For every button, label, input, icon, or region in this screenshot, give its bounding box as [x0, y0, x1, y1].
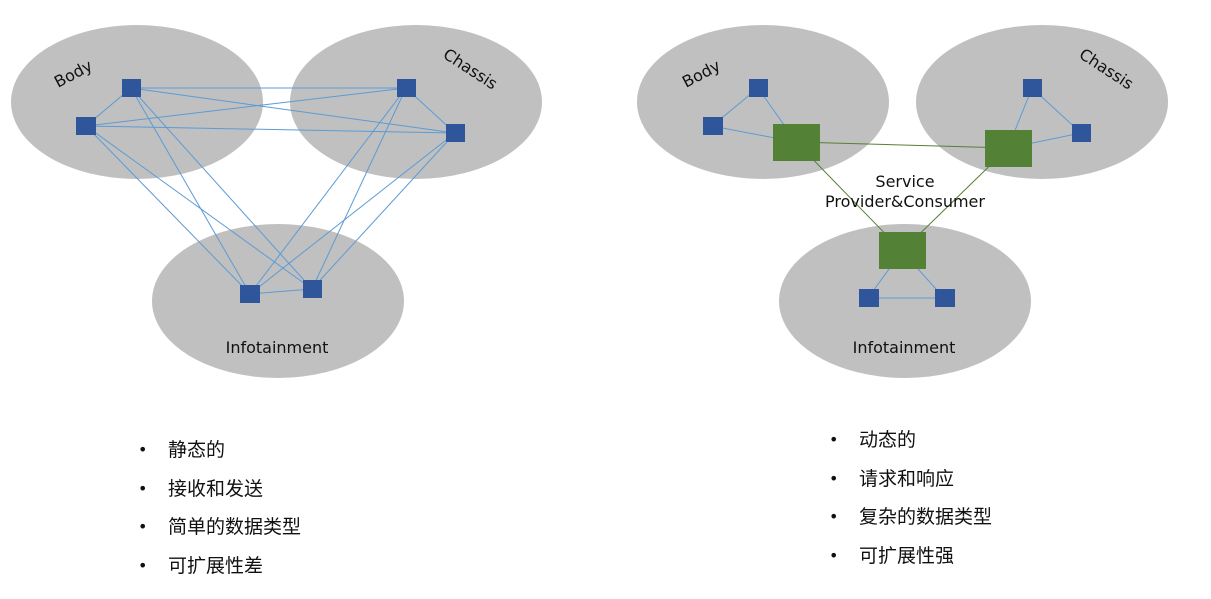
link [249, 288, 313, 295]
right-feature-item: 可扩展性强 [829, 544, 992, 583]
right-chassis-cluster [916, 25, 1168, 179]
right-feature-item: 请求和响应 [829, 467, 992, 506]
service-label-line-1: Service [875, 172, 934, 191]
right-infotainment-cluster [779, 224, 1031, 378]
chassis-service-node [985, 130, 1032, 167]
left-feature-list: 静态的 接收和发送 简单的数据类型 可扩展性差 [138, 438, 301, 592]
left-chassis-cluster [290, 25, 542, 179]
link [249, 132, 456, 295]
link [130, 87, 251, 295]
left-feature-item: 静态的 [138, 438, 301, 477]
left-body-node-2 [76, 117, 96, 135]
link [85, 125, 251, 295]
right-chassis-node-2 [1072, 124, 1091, 142]
link [311, 87, 407, 290]
link [130, 87, 456, 134]
body-service-node [773, 124, 820, 161]
left-infotainment-node-1 [240, 285, 260, 303]
left-body-node-1 [122, 79, 141, 97]
link [249, 87, 407, 295]
right-diagram: Body Chassis Infotainment Service Provid… [637, 25, 1168, 378]
left-chassis-node-1 [397, 79, 416, 97]
right-infotainment-label: Infotainment [853, 338, 956, 357]
left-feature-item: 简单的数据类型 [138, 515, 301, 554]
right-feature-item: 复杂的数据类型 [829, 505, 992, 544]
left-body-cluster [11, 25, 263, 179]
service-link [795, 141, 1009, 149]
right-body-node-2 [703, 117, 723, 135]
left-infotainment-node-2 [303, 280, 322, 298]
left-infotainment-cluster [152, 224, 404, 378]
right-infotainment-node-2 [935, 289, 955, 307]
right-body-node-1 [749, 79, 768, 97]
left-diagram: Body Chassis Infotainment [11, 25, 542, 378]
left-chassis-node-2 [446, 124, 465, 142]
link [311, 132, 456, 290]
left-feature-item: 接收和发送 [138, 477, 301, 516]
right-infotainment-node-1 [859, 289, 879, 307]
service-label-line-2: Provider&Consumer [825, 192, 985, 211]
right-body-cluster [637, 25, 889, 179]
link [85, 87, 407, 127]
left-infotainment-label: Infotainment [226, 338, 329, 357]
link [130, 87, 313, 290]
infotainment-service-node [879, 232, 926, 269]
right-chassis-node-1 [1023, 79, 1042, 97]
right-feature-list: 动态的 请求和响应 复杂的数据类型 可扩展性强 [829, 428, 992, 582]
left-feature-item: 可扩展性差 [138, 554, 301, 593]
right-feature-item: 动态的 [829, 428, 992, 467]
link [85, 125, 456, 134]
